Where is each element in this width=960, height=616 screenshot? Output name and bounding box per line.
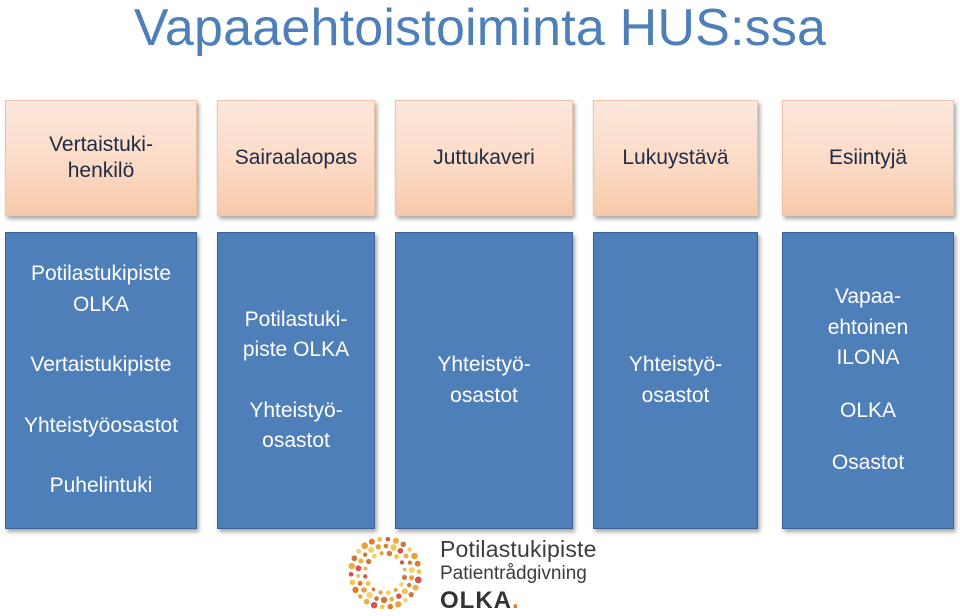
place-label: Yhteistyöosastot — [23, 413, 179, 437]
logo-dot — [380, 596, 388, 604]
logo-dot — [355, 565, 362, 572]
place-label: Yhteistyö- osastot — [249, 398, 343, 452]
logo-dot — [362, 552, 368, 557]
logo-dot — [386, 550, 393, 557]
logo-dot — [401, 588, 408, 595]
logo-olka-dot: . — [512, 587, 520, 614]
logo-dot — [409, 575, 415, 581]
role-label: Sairaalaopas — [234, 145, 358, 169]
logo-dot — [387, 603, 394, 610]
logo-dot — [366, 592, 373, 599]
role-card-esiintyja: Esiintyjä — [782, 100, 954, 216]
logo-dot — [349, 579, 356, 586]
logo-dot — [395, 601, 402, 608]
logo-dot — [403, 553, 409, 559]
role-label: Lukuystävä — [622, 145, 729, 169]
logo-dot — [368, 538, 375, 545]
logo-dot — [383, 543, 389, 549]
logo-line-1: Potilastukipiste — [440, 536, 597, 562]
place-label: Potilastukipiste OLKA — [30, 262, 172, 316]
logo-dot — [348, 571, 354, 577]
logo-dot — [399, 560, 405, 565]
logo-dot — [393, 587, 398, 592]
logo-dot — [363, 598, 370, 605]
place-card-juttukaveri: Yhteistyö- osastot — [395, 232, 573, 529]
place-label: OLKA — [839, 398, 897, 422]
logo-dot — [385, 536, 391, 542]
logo-dot — [408, 591, 414, 598]
logo-dot — [414, 560, 421, 567]
logo-dot — [357, 580, 363, 586]
logo-dot — [377, 536, 383, 543]
logo-dot — [379, 604, 385, 610]
place-label: Potilastuki- piste OLKA — [242, 307, 350, 362]
logo-dot — [411, 552, 418, 560]
logo-dot — [412, 584, 419, 591]
logo-dot — [407, 560, 413, 565]
logo-dot — [399, 582, 404, 587]
logo-dot — [397, 547, 404, 554]
logo-dot — [358, 558, 364, 564]
logo-dot — [356, 573, 361, 579]
logo-dot — [363, 566, 368, 571]
logo-line-3: OLKA. — [440, 586, 597, 616]
logo-dot — [365, 581, 371, 587]
logo-dot — [351, 555, 358, 562]
logo-olka-text: OLKA — [440, 587, 512, 614]
place-card-vertaistukihenkilo: Potilastukipiste OLKA Vertaistukipiste Y… — [5, 232, 197, 529]
logo-dot — [371, 553, 377, 559]
place-label: Vertaistukipiste — [30, 353, 172, 377]
logo-dot — [374, 596, 379, 601]
logo-dot — [402, 567, 407, 572]
page-title: Vapaaehtoistoiminta HUS:ssa — [133, 0, 827, 57]
logo-line-2: Patientrådgivning — [440, 563, 587, 584]
logo-dot — [414, 576, 422, 584]
role-card-lukuystava: Lukuystävä — [593, 100, 758, 216]
logo-dot — [400, 541, 407, 548]
logo-dot — [390, 544, 397, 551]
role-label: Juttukaveri — [433, 145, 535, 169]
place-label: Osastot — [831, 451, 905, 475]
logo-dot — [352, 586, 359, 594]
logo-dot — [378, 590, 383, 595]
logo-dot — [401, 574, 408, 580]
logo-dot — [389, 596, 395, 602]
logo-dot — [361, 542, 369, 550]
logo-text: Potilastukipiste Patientrådgivning OLKA. — [440, 536, 597, 616]
role-card-vertaistukihenkilo: Vertaistuki- henkilö — [5, 100, 197, 216]
logo-dot — [361, 587, 367, 593]
role-label: Vertaistuki- henkilö — [49, 132, 153, 182]
logo-dot — [356, 548, 362, 554]
role-card-sairaalaopas: Sairaalaopas — [217, 100, 375, 216]
logo-dot — [403, 598, 408, 603]
place-card-sairaalaopas: Potilastuki- piste OLKA Yhteistyö- osast… — [217, 232, 375, 529]
place-card-lukuystava: Yhteistyö- osastot — [593, 232, 758, 529]
place-label: Vapaa- ehtoinen ILONA — [827, 285, 909, 370]
logo-dot — [408, 567, 415, 573]
logo-dot — [394, 554, 399, 560]
logo-dot — [366, 558, 372, 565]
logo-dot — [375, 544, 381, 550]
logo-dot — [363, 574, 368, 579]
place-label: Puhelintuki — [49, 474, 153, 498]
logo-dot — [368, 546, 375, 553]
place-label: Yhteistyö- osastot — [628, 353, 723, 407]
logo-dot — [407, 547, 412, 552]
logo-dot — [416, 569, 422, 575]
role-label: Esiintyjä — [828, 145, 908, 169]
place-label: Yhteistyö- osastot — [437, 353, 531, 407]
logo-dot — [396, 593, 402, 599]
olka-logo-icon — [348, 536, 422, 610]
role-card-juttukaveri: Juttukaveri — [395, 100, 573, 216]
logo-dot — [385, 590, 391, 596]
logo-dot — [371, 587, 376, 592]
logo-dot — [370, 601, 378, 609]
logo-dot — [392, 537, 400, 544]
logo-dot — [379, 551, 384, 556]
logo-dot — [348, 562, 355, 570]
place-card-esiintyja: Vapaa- ehtoinen ILONA OLKA Osastot — [782, 232, 954, 529]
logo-dot — [358, 594, 363, 599]
logo-dot — [406, 582, 412, 588]
